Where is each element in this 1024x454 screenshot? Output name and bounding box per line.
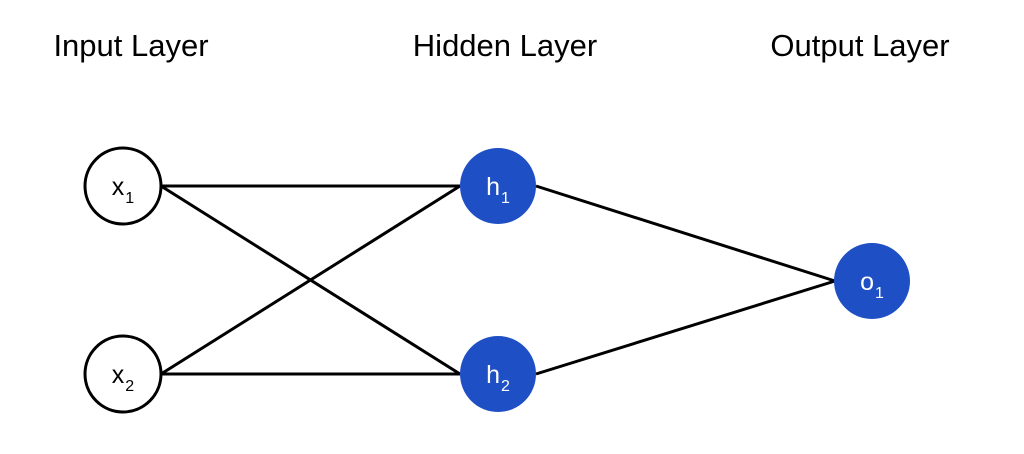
input-node-x2: x2 <box>83 334 163 414</box>
input-node-x1-label: x1 <box>112 173 135 207</box>
output-node-o1-base: o <box>860 268 874 296</box>
input-node-x1-base: x <box>112 173 125 201</box>
edge-h1-o1 <box>535 184 836 283</box>
input-node-x1-circle <box>83 146 163 226</box>
hidden-node-h1: h1 <box>460 148 536 224</box>
hidden-node-h2: h2 <box>460 336 536 412</box>
output-layer-title: Output Layer <box>770 28 949 63</box>
input-node-x2-circle <box>83 334 163 414</box>
hidden-node-h1-subscript: 1 <box>501 190 510 207</box>
hidden-node-h1-base: h <box>486 173 500 201</box>
output-node-o1-subscript: 1 <box>875 285 884 302</box>
input-node-x1-subscript: 1 <box>125 190 134 207</box>
hidden-node-h1-label: h1 <box>486 173 510 207</box>
hidden-node-h1-circle <box>460 148 536 224</box>
input-node-x2-subscript: 2 <box>125 378 134 395</box>
output-node-o1: o1 <box>834 243 910 319</box>
hidden-node-h2-base: h <box>486 361 500 389</box>
input-node-x2-base: x <box>112 361 125 389</box>
hidden-node-h2-circle <box>460 336 536 412</box>
edge-x2-h1 <box>160 184 461 376</box>
edges <box>160 184 836 376</box>
input-node-x2-label: x2 <box>112 361 135 395</box>
hidden-layer-title: Hidden Layer <box>413 28 597 63</box>
output-node-o1-label: o1 <box>860 268 884 302</box>
hidden-node-h2-subscript: 2 <box>501 378 510 395</box>
input-layer-title: Input Layer <box>53 28 208 63</box>
output-node-o1-circle <box>834 243 910 319</box>
edge-h2-o1 <box>535 279 836 376</box>
input-node-x1: x1 <box>83 146 163 226</box>
hidden-node-h2-label: h2 <box>486 361 510 395</box>
